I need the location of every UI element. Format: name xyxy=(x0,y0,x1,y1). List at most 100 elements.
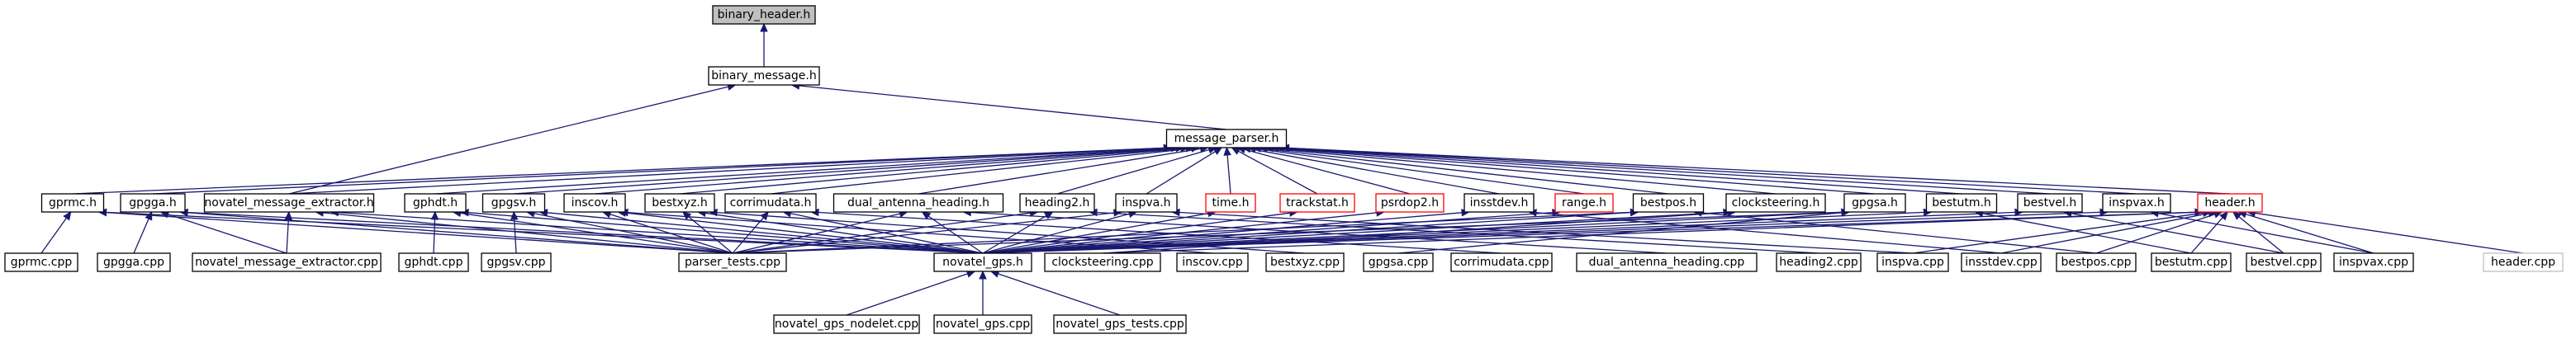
node-bestxyz-cpp[interactable]: bestxyz.cpp xyxy=(1265,252,1345,272)
node-inspvax-cpp[interactable]: inspvax.cpp xyxy=(2333,252,2414,272)
dependency-edges xyxy=(40,22,2524,316)
node-gprmc-h[interactable]: gprmc.h xyxy=(40,193,105,213)
node-binary-header-h: binary_header.h xyxy=(712,5,816,25)
node-range-h[interactable]: range.h xyxy=(1554,193,1614,213)
node-label: inspva.h xyxy=(1122,196,1170,210)
node-label: corrimudata.cpp xyxy=(1454,256,1549,269)
node-gpgsv-cpp[interactable]: gpgsv.cpp xyxy=(481,252,552,272)
node-label: gprmc.h xyxy=(49,196,97,210)
node-novatel-gps-h[interactable]: novatel_gps.h xyxy=(933,252,1032,272)
node-bestpos-h[interactable]: bestpos.h xyxy=(1632,193,1705,213)
node-bestpos-cpp[interactable]: bestpos.cpp xyxy=(2056,252,2137,272)
node-gpgsa-cpp[interactable]: gpgsa.cpp xyxy=(1363,252,1434,272)
edge-novatel_gps_h-to-gpgsa_h xyxy=(982,208,1851,254)
node-label: gpgga.cpp xyxy=(103,256,164,269)
node-time-h[interactable]: time.h xyxy=(1205,193,1256,213)
node-header-cpp[interactable]: header.cpp xyxy=(2483,252,2564,272)
node-insstdev-h[interactable]: insstdev.h xyxy=(1464,193,1535,213)
edge-novatel_gps_cpp-to-novatel_gps_h xyxy=(979,270,987,315)
node-bestutm-cpp[interactable]: bestutm.cpp xyxy=(2151,252,2232,272)
node-heading2-h[interactable]: heading2.h xyxy=(1019,193,1095,213)
edge-bestvel_cpp-to-header_h xyxy=(2232,211,2284,254)
edge-novatel_gps_tests_cpp-to-novatel_gps_h xyxy=(989,270,1121,316)
node-label: heading2.h xyxy=(1025,196,1090,210)
node-label: bestpos.h xyxy=(1640,196,1696,210)
node-dual-antenna-heading-h[interactable]: dual_antenna_heading.h xyxy=(833,193,1004,213)
node-gpgsv-h[interactable]: gpgsv.h xyxy=(482,193,546,213)
node-inspva-h[interactable]: inspva.h xyxy=(1115,193,1178,213)
node-gpgga-cpp[interactable]: gpgga.cpp xyxy=(97,252,171,272)
node-inscov-cpp[interactable]: inscov.cpp xyxy=(1176,252,1249,272)
node-bestxyz-h[interactable]: bestxyz.h xyxy=(644,193,715,213)
node-header-h[interactable]: header.h xyxy=(2197,193,2263,213)
node-corrimudata-h[interactable]: corrimudata.h xyxy=(724,193,817,213)
node-inscov-h[interactable]: inscov.h xyxy=(563,193,626,213)
node-clocksteering-h[interactable]: clocksteering.h xyxy=(1725,193,1826,213)
edge-header_h-to-message_parser_h xyxy=(1280,144,2231,195)
node-inspvax-h[interactable]: inspvax.h xyxy=(2102,193,2171,213)
node-label: header.h xyxy=(2204,196,2255,210)
node-heading2-cpp[interactable]: heading2.cpp xyxy=(1776,252,1862,272)
node-gpgga-h[interactable]: gpgga.h xyxy=(120,193,186,213)
node-label: gpgsa.cpp xyxy=(1369,256,1429,269)
node-trackstat-h[interactable]: trackstat.h xyxy=(1279,193,1355,213)
node-label: inscov.cpp xyxy=(1182,256,1243,269)
edge-bestutm_cpp-to-header_h xyxy=(2190,211,2228,254)
node-novatel-gps-cpp[interactable]: novatel_gps.cpp xyxy=(933,314,1032,334)
edge-message_parser_h-to-binary_message_h xyxy=(790,82,1227,130)
node-label: bestvel.cpp xyxy=(2251,256,2317,269)
node-label: dual_antenna_heading.cpp xyxy=(1589,256,1745,269)
node-label: novatel_gps.h xyxy=(942,256,1023,269)
edge-insstdev_cpp-to-header_h xyxy=(2000,210,2218,254)
node-novatel-gps-nodelet-cpp[interactable]: novatel_gps_nodelet.cpp xyxy=(773,314,920,334)
edge-parser_tests_cpp-to-corrimudata_h xyxy=(732,211,770,254)
edge-trackstat_h-to-message_parser_h xyxy=(1231,147,1318,195)
node-label: novatel_message_extractor.cpp xyxy=(195,256,378,269)
node-label: parser_tests.cpp xyxy=(685,256,780,269)
node-binary-message-h[interactable]: binary_message.h xyxy=(708,66,820,86)
node-label: novatel_gps_tests.cpp xyxy=(1056,318,1184,331)
node-gpgsa-h[interactable]: gpgsa.h xyxy=(1843,193,1906,213)
edge-inspva_h-to-message_parser_h xyxy=(1146,147,1223,195)
node-insstdev-cpp[interactable]: insstdev.cpp xyxy=(1961,252,2042,272)
node-corrimudata-cpp[interactable]: corrimudata.cpp xyxy=(1450,252,1553,272)
node-bestutm-h[interactable]: bestutm.h xyxy=(1925,193,1998,213)
edge-binary_message_h-to-binary_header_h xyxy=(760,22,768,67)
node-novatel-message-extractor-cpp[interactable]: novatel_message_extractor.cpp xyxy=(192,252,382,272)
node-label: bestxyz.cpp xyxy=(1270,256,1340,269)
node-label: novatel_gps_nodelet.cpp xyxy=(775,318,918,331)
node-label: binary_message.h xyxy=(711,69,817,82)
node-label: inscov.h xyxy=(572,196,619,210)
node-label: bestvel.h xyxy=(2023,196,2076,210)
node-label: range.h xyxy=(1562,196,1606,210)
edge-inspvax_cpp-to-inspvax_h xyxy=(2150,210,2374,254)
node-label: gpgsv.cpp xyxy=(486,256,545,269)
edge-parser_tests_cpp-to-bestxyz_h xyxy=(681,211,733,254)
node-label: header.cpp xyxy=(2491,256,2555,269)
node-novatel-gps-tests-cpp[interactable]: novatel_gps_tests.cpp xyxy=(1053,314,1187,334)
node-gprmc-cpp[interactable]: gprmc.cpp xyxy=(4,252,78,272)
node-clocksteering-cpp[interactable]: clocksteering.cpp xyxy=(1044,252,1161,272)
node-bestvel-h[interactable]: bestvel.h xyxy=(2017,193,2083,213)
node-psrdop2-h[interactable]: psrdop2.h xyxy=(1375,193,1445,213)
node-label: inspva.cpp xyxy=(1881,256,1944,269)
node-label: gprmc.cpp xyxy=(11,256,73,269)
edge-novatel_message_extractor_cpp-to-novatel_message_extractor_h xyxy=(284,210,293,254)
node-gphdt-h[interactable]: gphdt.h xyxy=(404,193,467,213)
node-label: time.h xyxy=(1212,196,1250,210)
node-gphdt-cpp[interactable]: gphdt.cpp xyxy=(398,252,469,272)
edge-novatel_message_extractor_h-to-message_parser_h xyxy=(288,144,1173,195)
node-inspva-cpp[interactable]: inspva.cpp xyxy=(1876,252,1949,272)
node-label: binary_header.h xyxy=(718,8,811,21)
node-label: insstdev.h xyxy=(1470,196,1529,210)
node-label: gpgsa.h xyxy=(1852,196,1898,210)
node-parser-tests-cpp[interactable]: parser_tests.cpp xyxy=(678,252,787,272)
node-label: inspvax.cpp xyxy=(2339,256,2408,269)
node-bestvel-cpp[interactable]: bestvel.cpp xyxy=(2246,252,2322,272)
node-novatel-message-extractor-h[interactable]: novatel_message_extractor.h xyxy=(203,193,375,213)
node-message-parser-h[interactable]: message_parser.h xyxy=(1165,129,1288,148)
node-label: insstdev.cpp xyxy=(1965,256,2038,269)
node-dual-antenna-heading-cpp[interactable]: dual_antenna_heading.cpp xyxy=(1576,252,1758,272)
node-label: gpgga.h xyxy=(129,196,176,210)
